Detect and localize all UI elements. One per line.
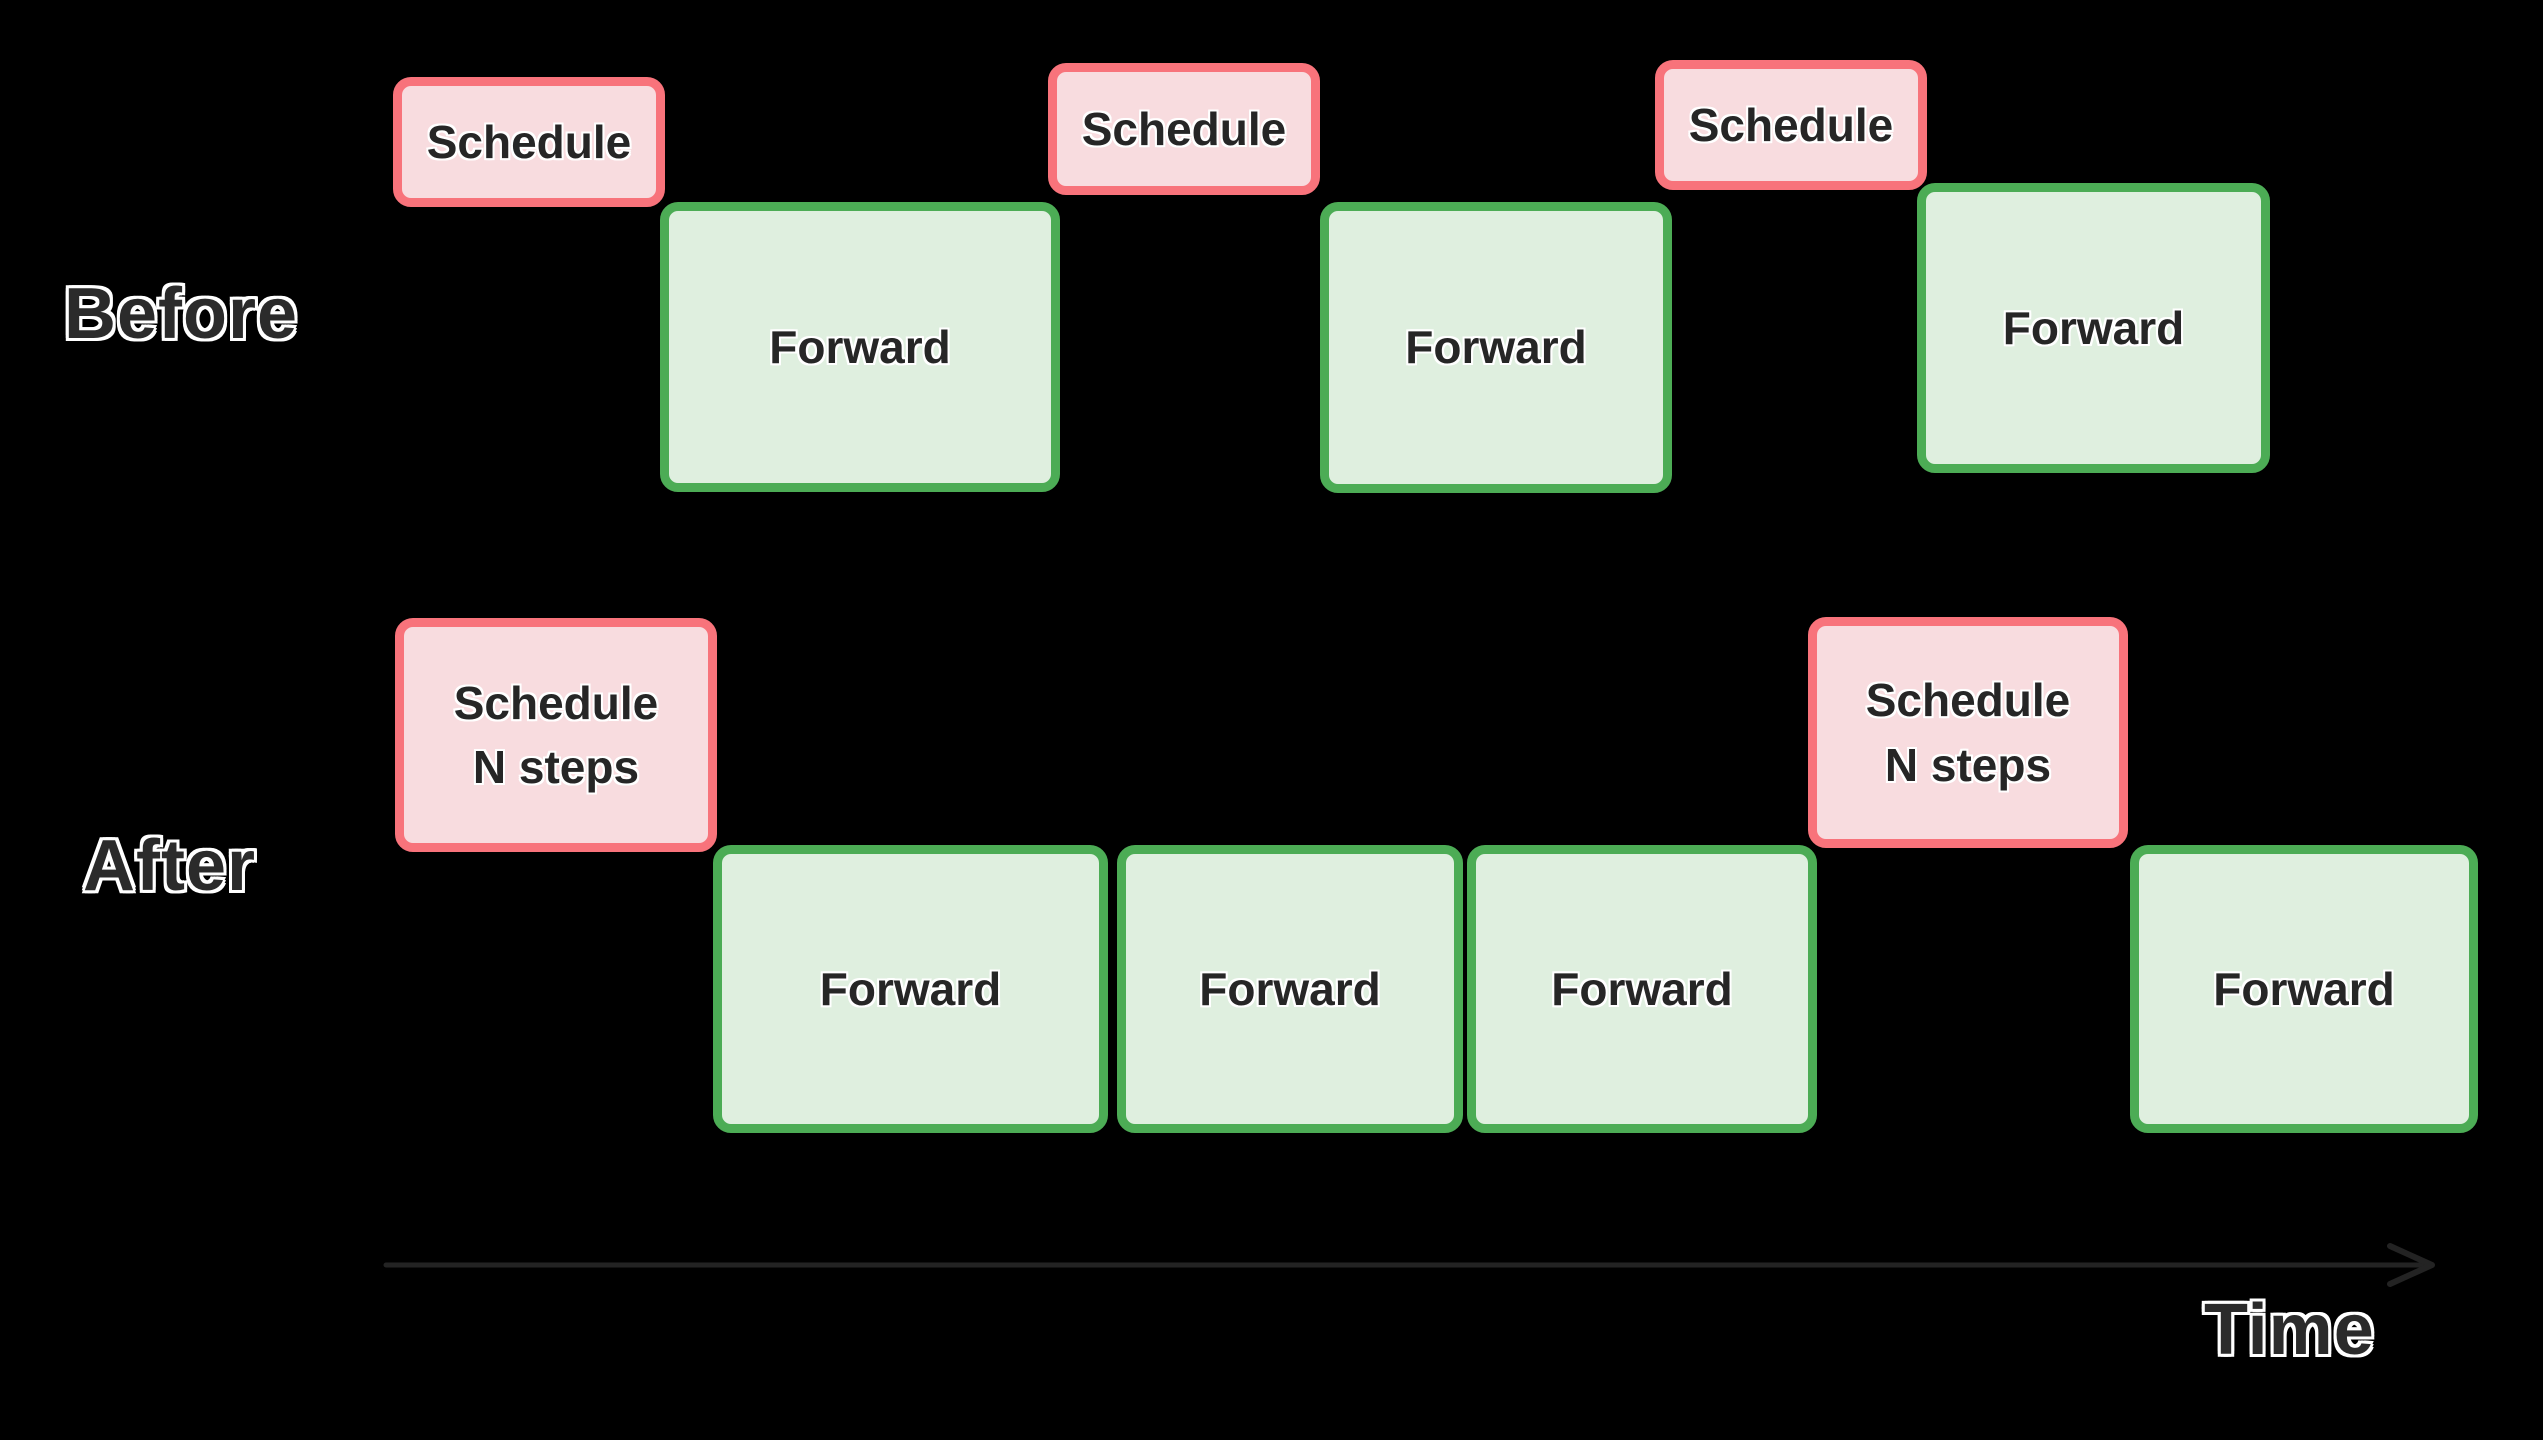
forward-box: Forward [660, 202, 1060, 492]
forward-box: Forward [1917, 183, 2270, 473]
row-label-after: After [83, 826, 257, 906]
box-label: Forward [769, 320, 951, 373]
forward-box: Forward [1467, 845, 1817, 1133]
schedule-box: Schedule [1048, 63, 1320, 195]
row-label-before: Before [64, 274, 299, 354]
box-label: Schedule N steps [453, 676, 659, 793]
box-label: Forward [2213, 962, 2395, 1015]
forward-box: Forward [1320, 202, 1672, 493]
box-label: Schedule [426, 115, 632, 168]
forward-box: Forward [2130, 845, 2478, 1133]
box-label: Forward [819, 962, 1002, 1015]
time-axis-label: Time [2204, 1290, 2375, 1370]
box-label: Schedule [1688, 98, 1894, 151]
box-label: Forward [1405, 321, 1587, 374]
schedule-box: Schedule [393, 77, 665, 207]
box-label: Forward [1551, 962, 1733, 1015]
forward-box: Forward [713, 845, 1108, 1133]
box-label: Forward [1199, 962, 1381, 1015]
forward-box: Forward [1117, 845, 1463, 1133]
schedule-box: Schedule [1655, 60, 1927, 190]
schedule-n-steps-box: Schedule N steps [395, 618, 717, 852]
box-label: Forward [2002, 301, 2185, 354]
schedule-n-steps-box: Schedule N steps [1808, 617, 2128, 848]
box-label: Schedule N steps [1865, 674, 2071, 791]
time-axis-arrow [383, 1243, 2435, 1287]
box-label: Schedule [1081, 102, 1287, 155]
